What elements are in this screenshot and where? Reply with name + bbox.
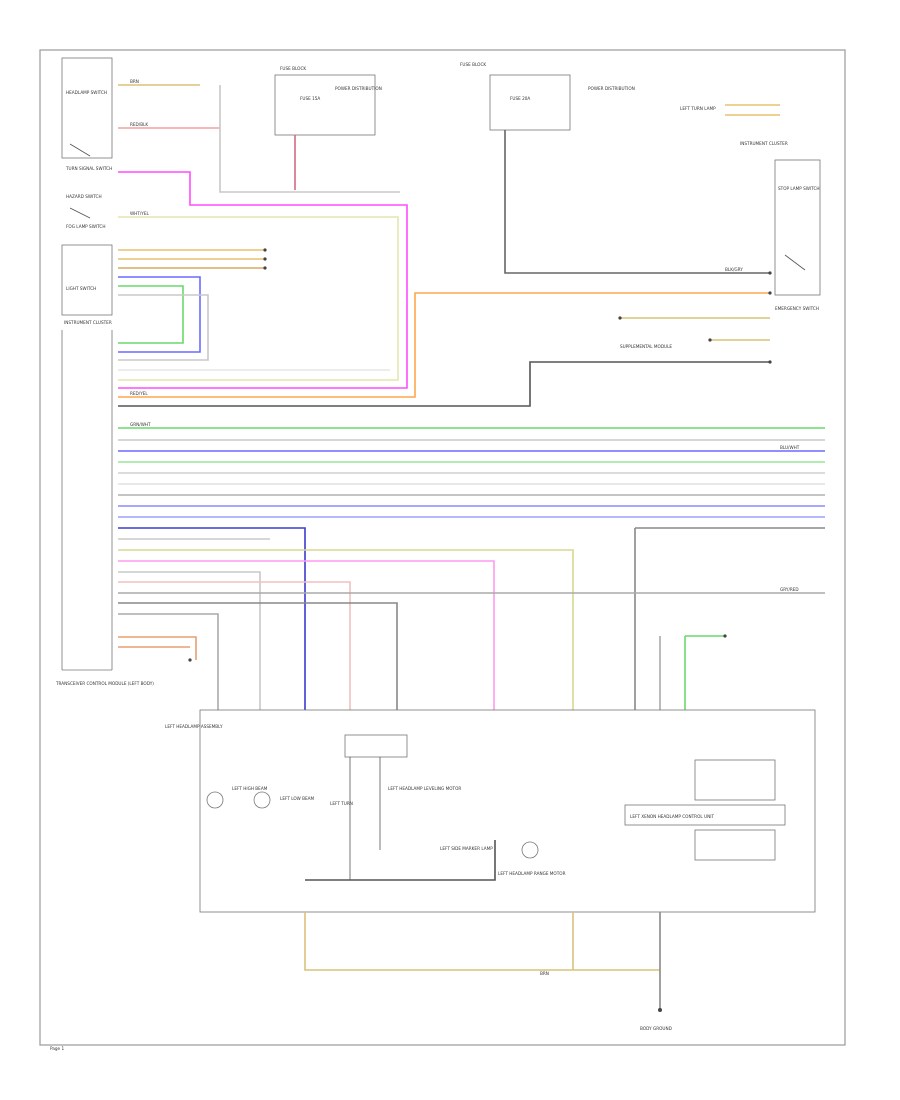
ground-point-icon xyxy=(658,1008,662,1012)
left-side-marker-label: LEFT SIDE MARKER LAMP xyxy=(440,846,493,851)
fuse-block-1-note: POWER DISTRIBUTION xyxy=(335,86,382,91)
top-fuse-blocks: FUSE BLOCK FUSE 15A POWER DISTRIBUTION F… xyxy=(274,62,635,136)
right-column-components: LEFT TURN LAMP INSTRUMENT CLUSTER STOP L… xyxy=(620,106,821,349)
wire-label-red-yel: RED/YEL xyxy=(130,391,148,396)
stop-lamp-switch-label: STOP LAMP SWITCH xyxy=(778,186,820,191)
hazard-switch-label: HAZARD SWITCH xyxy=(66,194,102,199)
headlamp-assembly-box xyxy=(199,709,816,913)
emergency-switch-label: EMERGENCY SWITCH xyxy=(775,306,819,311)
left-bcm-label: TRANSCEIVER CONTROL MODULE (LEFT BODY) xyxy=(55,681,154,686)
right-connector-1-label: LEFT TURN LAMP xyxy=(680,106,716,111)
wire-gray-1 xyxy=(219,85,400,193)
fuse-block-2-box xyxy=(489,74,571,131)
wire-black xyxy=(118,361,770,407)
wire-lightyellow xyxy=(118,216,399,381)
wire-label-red-blk: RED/BLK xyxy=(130,122,148,127)
xenon-unit-box xyxy=(624,804,786,826)
headlamp-switch-box xyxy=(61,57,113,159)
body-ground-label: BODY GROUND xyxy=(640,1026,672,1031)
bus-navy xyxy=(118,527,306,710)
turn-signal-switch-label: TURN SIGNAL SWITCH xyxy=(65,166,112,171)
left-xenon-label: LEFT XENON HEADLAMP CONTROL UNIT xyxy=(630,814,714,819)
wire-green-loop xyxy=(118,285,184,344)
headlamp-assembly: LEFT HEADLAMP ASSEMBLY LEFT HIGH BEAM LE… xyxy=(165,709,816,913)
wire-label-blk-gry: BLK/GRY xyxy=(725,267,743,272)
left-low-beam-label: LEFT LOW BEAM xyxy=(280,796,315,801)
horizontal-bus xyxy=(118,427,825,710)
ground-wire-label: BRN xyxy=(540,971,549,976)
fuse-block-2-label: FUSE BLOCK xyxy=(460,62,486,67)
xenon-upper-box xyxy=(694,759,776,801)
left-column-components: HEADLAMP SWITCH TURN SIGNAL SWITCH HAZAR… xyxy=(55,57,154,686)
wire-pink xyxy=(118,171,408,389)
wire-label-gry-red: GRY/RED xyxy=(780,587,799,592)
left-headlamp-range-label: LEFT HEADLAMP RANGE MOTOR xyxy=(498,871,566,876)
connector-dots xyxy=(188,248,772,662)
wire-label-brn: BRN xyxy=(130,79,139,84)
fog-lamp-switch-label: FOG LAMP SWITCH xyxy=(66,224,105,229)
ground-wiring: BODY GROUND BRN xyxy=(304,912,672,1031)
left-high-beam-label: LEFT HIGH BEAM xyxy=(232,786,268,791)
leveling-motor-box xyxy=(344,734,408,758)
left-headlamp-leveling-label: LEFT HEADLAMP LEVELING MOTOR xyxy=(388,786,461,791)
bus-lightpink xyxy=(118,560,495,710)
wire-fuse-2 xyxy=(504,130,770,274)
stop-lamp-switch-box xyxy=(774,159,821,296)
wire-orange xyxy=(118,292,770,398)
left-headlamp-assy-label: LEFT HEADLAMP ASSEMBLY xyxy=(165,724,223,729)
wire-label-blu-wht: BLU/WHT xyxy=(780,445,800,450)
light-switch-box xyxy=(61,244,113,316)
wire-label-wht-yel: WHT/YEL xyxy=(130,211,149,216)
bus-olive xyxy=(118,549,574,710)
fuse-block-1-label: FUSE BLOCK xyxy=(280,66,306,71)
fuse-block-1-box xyxy=(274,74,376,136)
ground-wire-tan xyxy=(304,912,660,971)
instrument-cluster-r-label: INSTRUMENT CLUSTER xyxy=(740,141,788,146)
wire-label-grn-wht: GRN/WHT xyxy=(130,422,151,427)
fuse-block-2-note: POWER DISTRIBUTION xyxy=(588,86,635,91)
supplemental-module-label: SUPPLEMENTAL MODULE xyxy=(620,344,672,349)
xenon-lower-box xyxy=(694,829,776,861)
headlamp-switch-label: HEADLAMP SWITCH xyxy=(66,90,107,95)
upper-wires xyxy=(118,84,780,407)
left-turn-label: LEFT TURN xyxy=(330,801,353,806)
fuse-block-2-fuse: FUSE 20A xyxy=(510,96,530,101)
page-label: Page 1 xyxy=(50,1046,64,1051)
instrument-cluster-label: INSTRUMENT CLUSTER xyxy=(64,320,112,325)
diagram-frame xyxy=(39,49,846,1046)
wire-blue-loop xyxy=(118,276,201,353)
fuse-block-1-fuse: FUSE 15A xyxy=(300,96,320,101)
light-switch-label: LIGHT SWITCH xyxy=(66,286,96,291)
wire-label-texts: BRN RED/BLK WHT/YEL GRN/WHT BLU/WHT RED/… xyxy=(130,79,800,592)
